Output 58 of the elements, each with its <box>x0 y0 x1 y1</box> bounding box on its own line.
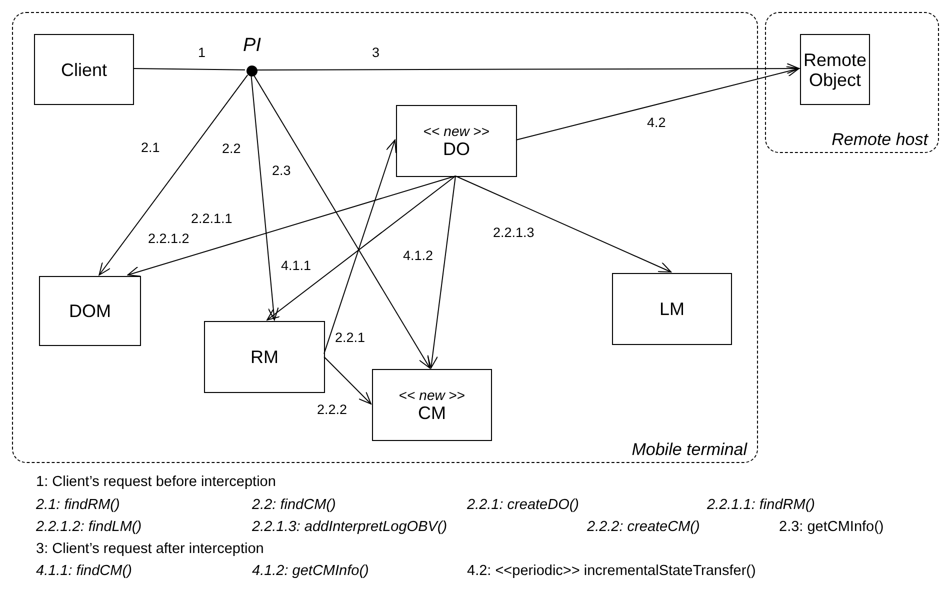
edge-label: 4.2 <box>646 115 667 130</box>
edge-label: 2.2.1.1 <box>190 211 234 226</box>
box-label: DO <box>443 139 470 159</box>
box-label: LM <box>659 299 684 319</box>
box-label: DOM <box>69 301 111 321</box>
edge-label: 2.3 <box>271 163 292 178</box>
edge-label: 2.2.1 <box>334 330 366 345</box>
edge-label: 4.1.2 <box>402 248 434 263</box>
note-text: 4.2: <<periodic>> incrementalStateTransfer() <box>467 563 756 580</box>
edge-label: 4.1.1 <box>280 258 312 273</box>
edge-label: 2.2.1.3 <box>492 225 536 240</box>
box-label: RM <box>250 347 278 367</box>
boundary-label: Remote host <box>832 130 928 150</box>
dashed-boundary <box>12 12 758 463</box>
arrow <box>324 140 396 354</box>
note-text: 2.2.1.2: findLM() <box>36 519 142 536</box>
note-text: 2.3: getCMInfo() <box>779 519 884 536</box>
class-box <box>372 369 492 441</box>
arrow <box>266 176 456 320</box>
stereotype-label: << new >> <box>398 387 466 403</box>
arrow <box>455 176 672 272</box>
box-label: Client <box>60 60 108 80</box>
class-box <box>39 276 141 346</box>
arrow <box>253 74 430 368</box>
dashed-boundary <box>765 12 939 153</box>
note-text: 2.2.1.1: findRM() <box>707 497 815 514</box>
box-label: Remote Object <box>802 50 868 90</box>
class-box <box>800 34 870 105</box>
note-text: 2.2.1.3: addInterpretLogOBV() <box>252 519 448 536</box>
note-text: 2.2: findCM() <box>252 497 336 514</box>
edge-label: 2.2.2 <box>316 402 348 417</box>
junction-label: PI <box>242 35 262 57</box>
edge-label: 2.1 <box>140 140 161 155</box>
arrow <box>250 76 279 320</box>
note-text: 2.1: findRM() <box>36 497 120 514</box>
sequence-number: 2.2.1.2 <box>147 231 190 246</box>
edge-label: 2.2 <box>221 141 242 156</box>
note-text: 3: Client’s request after interception <box>36 541 264 558</box>
box-label: CM <box>418 403 446 423</box>
note-text: 1: Client’s request before interception <box>36 474 276 491</box>
edge-label: 1 <box>197 45 207 60</box>
stereotype-label: << new >> <box>423 123 490 139</box>
note-text: 2.2.1: createDO() <box>467 497 580 514</box>
arrow <box>427 176 456 368</box>
note-text: 4.1.2: getCMInfo() <box>252 563 369 580</box>
arrow <box>256 63 800 74</box>
arrow <box>98 74 248 276</box>
arrow <box>127 176 456 277</box>
class-box <box>34 34 134 105</box>
note-text: 4.1.1: findCM() <box>36 563 132 580</box>
edge-label: 3 <box>371 45 381 60</box>
class-box <box>612 273 732 345</box>
class-box <box>204 321 325 393</box>
note-text: 2.2.2: createCM() <box>587 519 700 536</box>
boundary-label: Mobile terminal <box>632 440 747 460</box>
arrow <box>324 356 372 404</box>
arrow <box>516 66 800 140</box>
class-box <box>396 105 517 177</box>
